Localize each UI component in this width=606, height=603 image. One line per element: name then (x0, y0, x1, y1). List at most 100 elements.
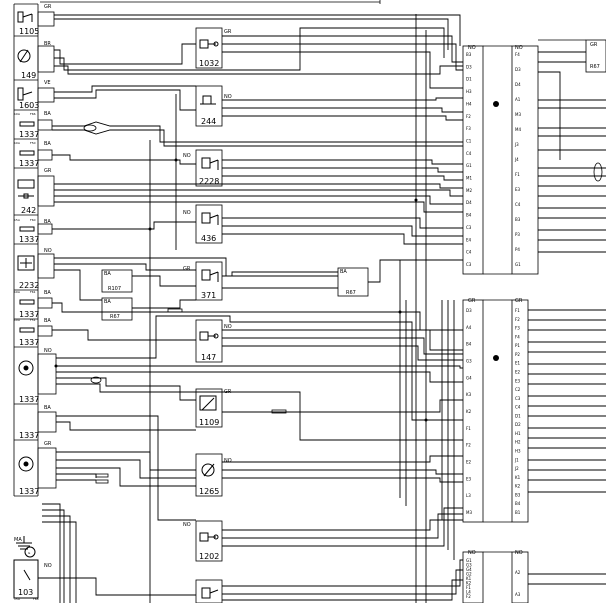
connector-pin: M2 (466, 188, 472, 193)
motor-symbol-1202 (199, 532, 219, 542)
connector-pin: G4 (466, 375, 472, 380)
component-id: 371 (201, 291, 216, 300)
module-label: MA (14, 537, 22, 543)
connector-pin: C3 (466, 225, 472, 230)
connector-pin: P2 (515, 352, 520, 357)
component-id: 1202 (199, 552, 219, 561)
motor-symbol-1032 (199, 39, 219, 49)
connector-pin: P3 (515, 232, 520, 237)
fuse-rating: 10A (14, 290, 21, 294)
connector-pin: B4 (466, 342, 472, 347)
fuse-number: F51 (30, 318, 36, 322)
left-component-column (13, 3, 39, 497)
component-box-244 (195, 85, 223, 127)
relay-symbol-436 (201, 212, 219, 225)
connector-pin: F1 (466, 585, 471, 590)
component-box-103 (13, 559, 39, 599)
connector-pin: K2 (466, 409, 472, 414)
relay-symbol-2228 (201, 157, 219, 170)
connector-pin: B3 (466, 52, 472, 57)
connector-tag: GR (515, 298, 523, 304)
connector-pin: K2 (515, 484, 521, 489)
connector-pin: K3 (466, 392, 472, 397)
component-box-371 (195, 261, 223, 301)
connector-pin: E3 (466, 476, 472, 481)
connector-tag: NO (224, 94, 232, 100)
fuse-rating: 10A (14, 141, 21, 145)
connector-pin: M1 (466, 176, 472, 181)
connector-pin: M4 (515, 127, 521, 132)
connector-tag: NO (44, 248, 52, 254)
connector-pin: D2 (515, 422, 521, 427)
connector-tag: NO (44, 563, 52, 569)
connector-pin: F2 (515, 317, 520, 322)
connector-tag: NO (183, 153, 191, 159)
fuse-symbol-1 (19, 121, 35, 127)
connector-block-gr-2 (511, 299, 529, 523)
connector-pin-labels: B3D3D1H3H4F2F3C1C4G1M1M2D4B4C3E4C4C3F4D3… (466, 52, 521, 599)
connector-tag: BA (44, 405, 51, 411)
connector-pin: M3 (515, 112, 521, 117)
connector-tag: NO (515, 550, 523, 556)
connector-tag: GR (44, 441, 52, 447)
lamp-symbol-244 (200, 95, 216, 105)
component-id: 1603 (19, 101, 39, 110)
connector-tag: NO (183, 522, 191, 528)
connector-pin: G1 (466, 163, 472, 168)
component-id: 1337 (19, 235, 39, 244)
component-box-436 (195, 204, 223, 244)
connector-pin: M3 (466, 510, 472, 515)
left-component-symbols (17, 11, 35, 472)
relay-symbol-bottom (201, 587, 219, 599)
actuator-symbol-1109 (199, 395, 217, 411)
component-id: 244 (201, 117, 216, 126)
connector-tag: NO (44, 348, 52, 354)
connector-tag: NO (468, 45, 476, 51)
connector-tag: BA (44, 290, 51, 296)
connector-pin: C4 (466, 250, 472, 255)
connector-pin: D4 (466, 200, 472, 205)
connector-pin: C4 (515, 405, 521, 410)
connector-pin: E2 (466, 460, 472, 465)
connector-pin: D1 (515, 413, 521, 418)
fuse-number: F68 (33, 597, 39, 601)
component-box-1109 (195, 388, 223, 428)
connector-pin: A2 (515, 570, 521, 575)
fuse-number: F66 (30, 112, 36, 116)
connector-tag: GR (183, 266, 191, 272)
connector-pin: D3 (466, 308, 472, 313)
motor-letter: G (28, 551, 31, 555)
connector-pin: G1 (515, 262, 521, 267)
component-id: 1337 (19, 431, 39, 440)
fuse-symbol-5 (19, 327, 35, 333)
component-id: 1265 (199, 487, 219, 496)
connector-pin: F4 (515, 52, 520, 57)
component-id: R67 (346, 290, 356, 296)
connector-pin: H4 (466, 101, 472, 106)
sensor-symbol-1265 (201, 463, 215, 477)
connector-pin: F3 (515, 326, 520, 331)
component-id: 242 (21, 206, 36, 215)
connector-tag: GR (44, 4, 52, 10)
connector-tag: NO (224, 458, 232, 464)
fuse-rating: 10A (14, 112, 21, 116)
component-id: 149 (21, 71, 36, 80)
connector-pin: G2 (466, 572, 472, 577)
connector-tag: GR (224, 29, 232, 35)
connector-pin: F1 (466, 426, 471, 431)
connector-pin: A4 (466, 325, 472, 330)
component-box-147 (195, 319, 223, 363)
fuse-symbol-3 (19, 226, 35, 232)
left-connector-tags: GR BR VE BA BA GR BA NO BA BA NO BA GR (44, 4, 52, 447)
connector-pin: J1 (514, 457, 519, 462)
connector-pin: E3 (515, 187, 521, 192)
ecu-ground-symbols (493, 101, 499, 361)
left-component-ids: 1105 149 1603 1337 1337 242 1337 2232 13… (19, 27, 39, 496)
component-box-r67-a (101, 297, 133, 321)
fuse-symbol-4 (19, 299, 35, 305)
speaker-symbol-1 (18, 360, 34, 376)
component-id: R67 (590, 64, 600, 70)
connector-pin: D3 (466, 64, 472, 69)
connector-pin: E1 (515, 361, 521, 366)
